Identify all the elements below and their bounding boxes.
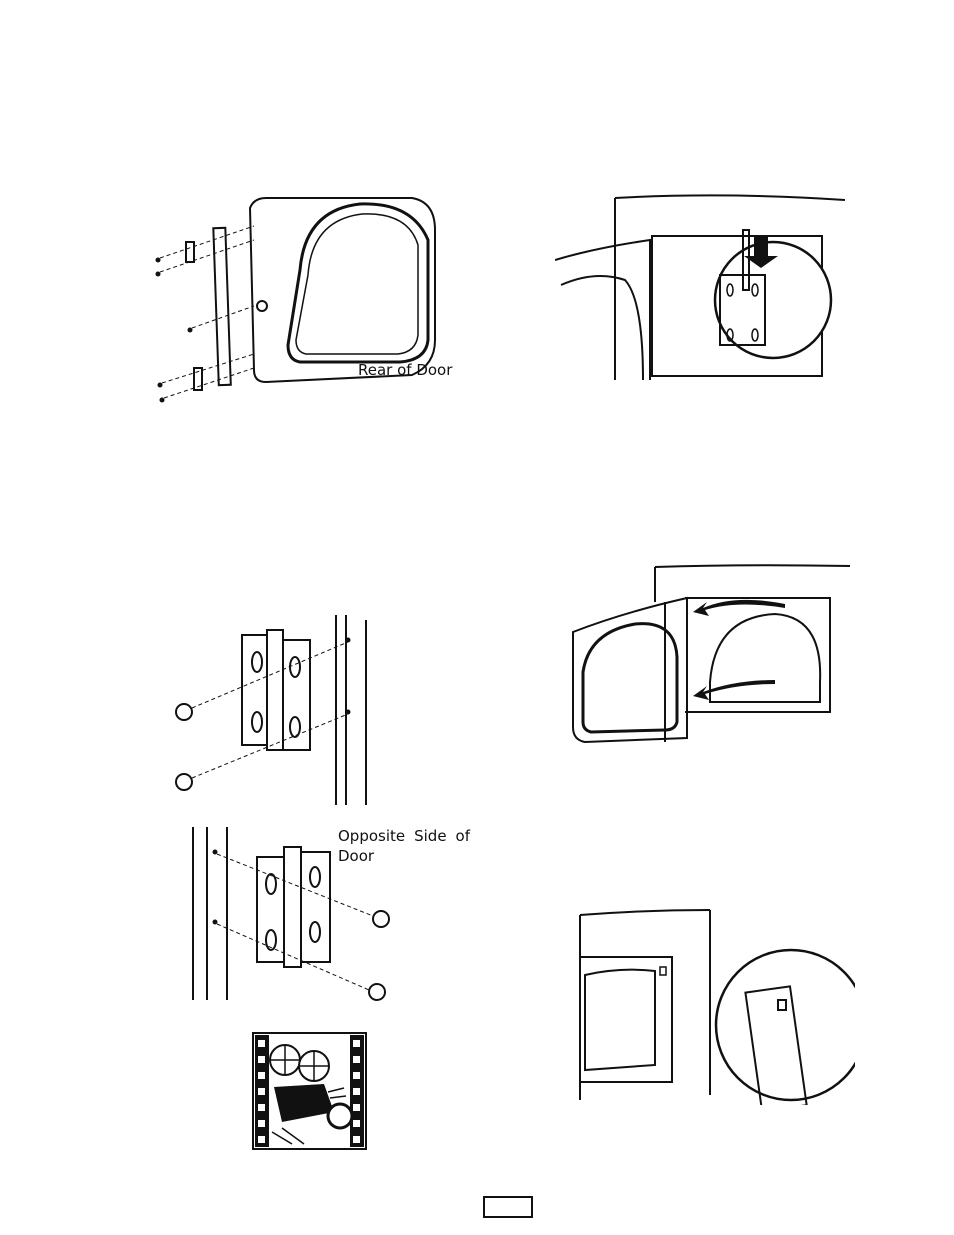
cabinet-hole-drawing bbox=[575, 905, 855, 1105]
video-icon bbox=[252, 1032, 367, 1150]
opposite-side-of-door-caption: Opposite Side of Door bbox=[338, 826, 470, 866]
hinge-screws-drawing bbox=[170, 610, 385, 810]
cabinet-hole-figure bbox=[575, 905, 855, 1105]
door-swing-drawing bbox=[565, 562, 850, 747]
film-camera-icon bbox=[252, 1032, 367, 1150]
page-number-box bbox=[483, 1196, 533, 1218]
hinge-screws-figure bbox=[170, 610, 385, 810]
rear-of-door-caption: Rear of Door bbox=[358, 360, 452, 380]
door-hinge-slide-figure bbox=[555, 190, 845, 390]
door-hinge-slide-drawing bbox=[555, 190, 845, 390]
door-swing-figure bbox=[565, 562, 850, 747]
